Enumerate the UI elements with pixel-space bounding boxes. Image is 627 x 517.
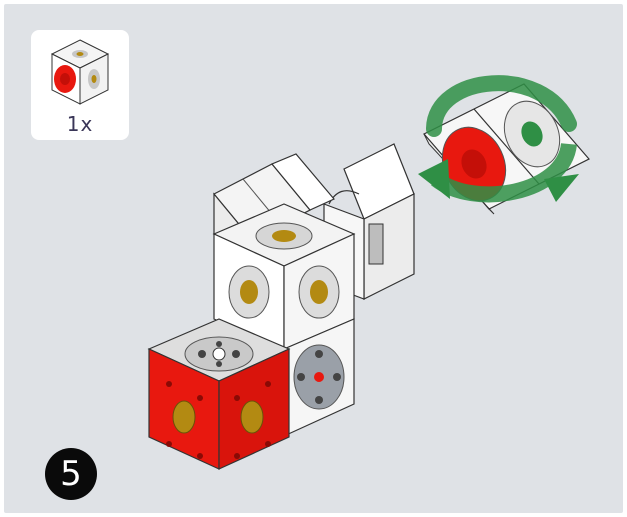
red-cube (149, 319, 289, 469)
instruction-panel: 1x (4, 4, 623, 513)
assembly-illustration (4, 4, 623, 513)
step-number-badge: 5 (45, 448, 97, 500)
